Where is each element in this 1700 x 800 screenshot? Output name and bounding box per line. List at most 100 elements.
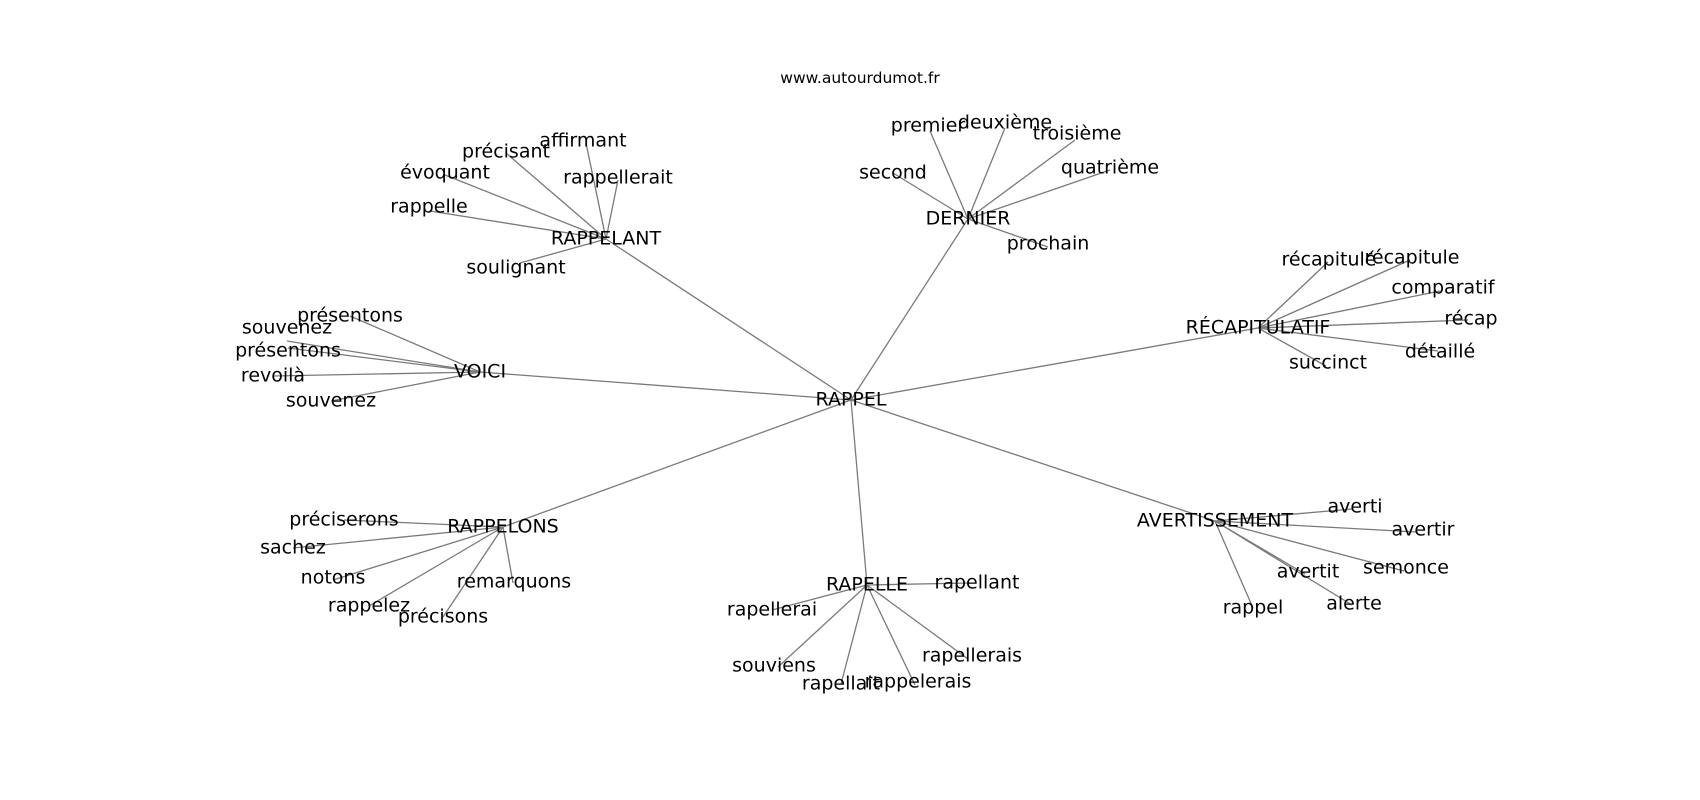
word-node: préciserons [289, 509, 398, 531]
word-node: souviens [732, 655, 816, 677]
edge-hub-to-word [1214, 520, 1417, 533]
word-node: rapellant [935, 572, 1020, 594]
edge-center-to-hub [850, 399, 1216, 522]
word-node: souvenez [286, 390, 376, 412]
edge-center-to-hub [605, 238, 852, 401]
word-node: revoilà [241, 365, 305, 387]
edge-center-to-hub [850, 399, 868, 586]
word-node: détaillé [1405, 341, 1475, 363]
edge-hub-to-word [967, 218, 1049, 248]
edge-hub-to-word [892, 172, 969, 220]
edge-hub-to-word [1214, 520, 1353, 606]
hub-node: VOICI [454, 361, 506, 383]
edge-hub-to-word [272, 371, 481, 377]
site-label: www.autourdumot.fr [780, 69, 940, 87]
edge-hub-to-word [286, 340, 481, 373]
edge-hub-to-word [332, 526, 504, 581]
word-node: affirmant [539, 130, 626, 152]
word-node: deuxième [958, 112, 1052, 134]
hub-node: AVERTISSEMENT [1137, 510, 1294, 532]
word-node: averti [1327, 496, 1382, 518]
word-node: récap [1444, 308, 1497, 330]
word-node: semonce [1363, 557, 1449, 579]
hub-node: RAPPELANT [551, 228, 662, 250]
edge-hub-to-word [349, 315, 481, 373]
hub-node: RÉCAPITULATIF [1186, 316, 1331, 339]
edge-hub-to-word [585, 142, 607, 240]
edge-hub-to-word [967, 139, 1076, 220]
word-node: soulignant [466, 257, 565, 279]
center-node: RAPPEL [816, 389, 887, 411]
hub-node: DERNIER [926, 208, 1011, 230]
edge-hub-to-word [866, 584, 969, 660]
word-node: avertit [1277, 561, 1340, 583]
edge-hub-to-word [1257, 290, 1441, 329]
word-node: avertir [1392, 519, 1455, 541]
word-node: présentons [235, 340, 341, 362]
hub-node: RAPELLE [826, 574, 908, 596]
edge-hub-to-word [1257, 327, 1327, 367]
word-node: rappel [1223, 597, 1284, 619]
word-node: remarquons [457, 571, 571, 593]
edge-hub-to-word [429, 210, 607, 240]
edge-hub-to-word [866, 582, 971, 586]
edge-center-to-hub [502, 399, 852, 528]
word-node: premier [891, 115, 966, 137]
word-node: second [859, 162, 927, 184]
word-node: prochain [1007, 233, 1090, 255]
edge-hub-to-word [444, 174, 607, 240]
word-node: sachez [260, 537, 326, 559]
edge-hub-to-word [368, 526, 504, 607]
word-node: rappelle [390, 196, 468, 218]
edge-hub-to-word [519, 238, 607, 264]
edge-hub-to-word [442, 526, 504, 618]
edge-hub-to-word [505, 152, 607, 240]
word-node: succinct [1289, 352, 1367, 374]
word-node: précisant [462, 141, 550, 163]
word-node: rappelerais [865, 671, 972, 693]
edge-hub-to-word [1214, 508, 1353, 522]
edge-hub-to-word [343, 519, 504, 528]
edge-hub-to-word [287, 347, 481, 373]
edge-hub-to-word [777, 584, 868, 668]
word-node: quatrième [1061, 157, 1159, 179]
edge-hub-to-word [1257, 327, 1439, 352]
word-node: rappellerait [563, 167, 673, 189]
word-node: rapellerais [922, 645, 1022, 667]
edge-hub-to-word [866, 584, 916, 686]
edge-center-to-hub [850, 327, 1259, 401]
hub-node: RAPPELONS [447, 516, 559, 538]
word-node: alerte [1326, 593, 1382, 615]
word-node: évoquant [400, 162, 490, 184]
word-node: souvenez [242, 317, 332, 339]
word-node: notons [301, 567, 366, 589]
edge-hub-to-word [771, 584, 868, 611]
edge-hub-to-word [292, 526, 504, 549]
word-node: comparatif [1391, 277, 1495, 299]
edge-hub-to-word [502, 526, 514, 584]
edge-hub-to-word [840, 584, 868, 685]
word-node: rappelez [328, 595, 410, 617]
edge-hub-to-word [929, 130, 969, 220]
word-node: rapellerai [727, 599, 817, 621]
edge-hub-to-word [605, 179, 619, 240]
word-node: rapellait [802, 673, 880, 695]
edge-hub-to-word [967, 127, 1006, 220]
edge-hub-to-word [1257, 319, 1469, 329]
word-node: troisième [1033, 123, 1122, 145]
edge-hub-to-word [1214, 520, 1254, 609]
word-node: précisons [398, 606, 488, 628]
edge-hub-to-word [1214, 520, 1405, 572]
edge-hub-to-word [1257, 261, 1329, 329]
edge-hub-to-word [330, 371, 481, 402]
edge-center-to-hub [850, 218, 969, 401]
edge-center-to-hub [479, 371, 852, 401]
edge-hub-to-word [967, 169, 1111, 220]
word-node: récapitulé [1282, 249, 1377, 271]
word-node: présentons [297, 305, 403, 327]
edge-hub-to-word [1257, 259, 1411, 329]
word-node: récapitule [1365, 247, 1460, 269]
graph-edges [272, 127, 1469, 686]
